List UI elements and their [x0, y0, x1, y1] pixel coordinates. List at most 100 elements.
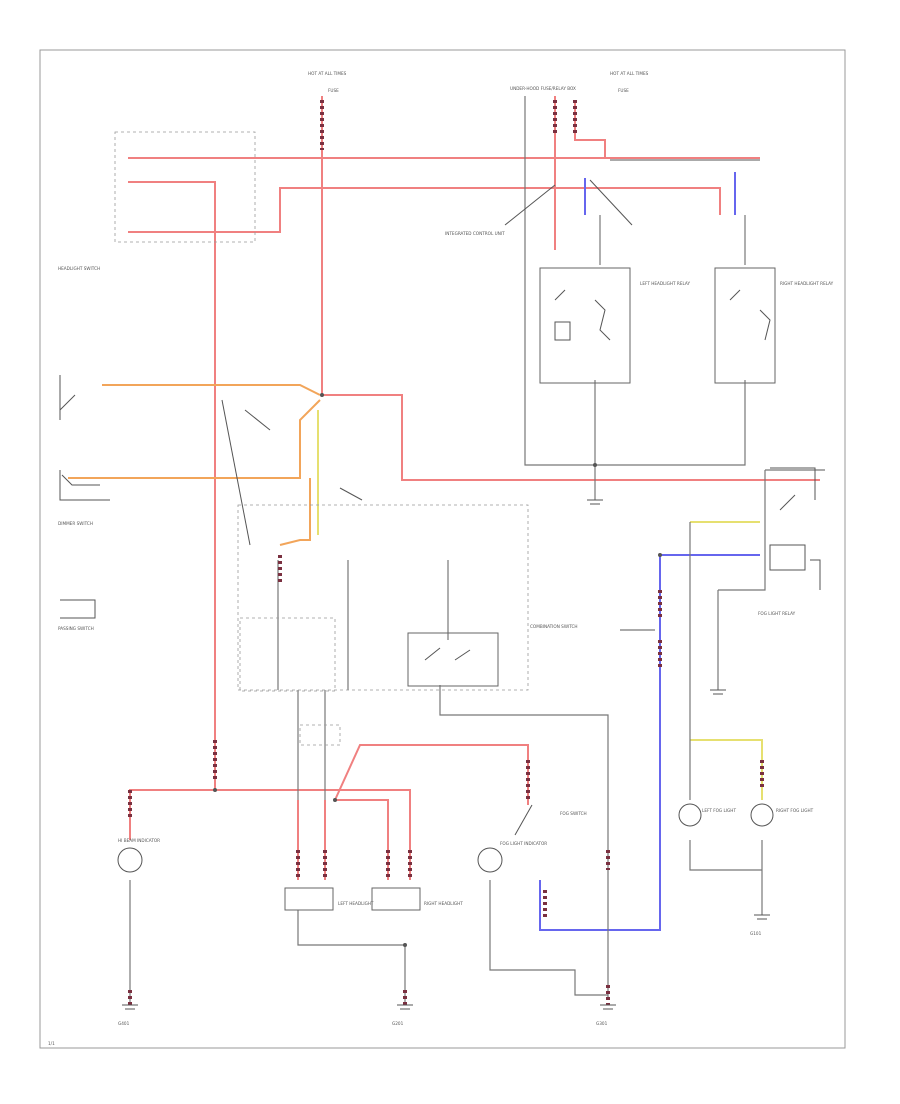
blue-wire-4 — [539, 555, 661, 931]
orange-wire-2 — [68, 399, 321, 479]
yellow-wire-3 — [690, 739, 763, 800]
bracket-3 — [770, 467, 816, 500]
splice-points — [213, 393, 662, 947]
right-headlight-relay — [714, 267, 776, 384]
label-passing-switch: PASSING SWITCH — [58, 626, 94, 631]
red-wire-3 — [128, 187, 721, 233]
dimmer-switch-contact — [60, 599, 96, 619]
label-left-relay: LEFT HEADLIGHT RELAY — [640, 281, 690, 286]
orange-wire-1 — [102, 384, 321, 396]
splice-1 — [320, 393, 324, 397]
label-hi-beam-indicator: HI BEAM INDICATOR — [118, 838, 160, 843]
label-underhood-fuse-box: UNDER-HOOD FUSE/RELAY BOX — [510, 86, 576, 91]
fog-switch-contact — [514, 804, 533, 836]
label-ground-right: G301 — [596, 1021, 608, 1026]
label-ground-center: G201 — [392, 1021, 404, 1026]
outline-4 — [299, 724, 341, 746]
orange-wire-3 — [279, 478, 311, 546]
leader-3 — [244, 409, 271, 431]
splice-3 — [333, 798, 337, 802]
outline-1 — [114, 131, 256, 243]
red-wire-7 — [574, 100, 606, 158]
splice-5 — [658, 553, 662, 557]
leader-6 — [221, 399, 251, 546]
fog-light-relay-contact — [779, 494, 796, 511]
label-fuse-right: FUSE — [618, 88, 629, 93]
ground-symbol-right — [600, 1004, 616, 1010]
fog-light-indicator-lamp — [477, 847, 503, 873]
label-hot-right: HOT AT ALL TIMES — [610, 71, 649, 76]
right-headlight-connector — [371, 887, 421, 911]
splice-2 — [213, 788, 217, 792]
left-fog-light-lamp — [678, 803, 702, 827]
right-relay-switch — [729, 289, 741, 301]
label-fog-light-relay: FOG LIGHT RELAY — [758, 611, 796, 616]
component-outlines — [114, 131, 529, 746]
bracket-2 — [59, 470, 110, 501]
label-headlight-switch: HEADLIGHT SWITCH — [58, 266, 100, 271]
label-dimmer-switch: DIMMER SWITCH — [58, 521, 93, 526]
lamps — [117, 803, 774, 873]
orange-wires — [68, 384, 321, 546]
ground-symbol-center — [397, 1004, 413, 1010]
connector-segments — [128, 100, 764, 1005]
labels: HOT AT ALL TIMES HOT AT ALL TIMES FUSE F… — [48, 71, 834, 1046]
label-left-fog-light: LEFT FOG LIGHT — [702, 808, 736, 813]
bracket-4 — [810, 559, 821, 590]
left-relay-contact — [594, 299, 611, 341]
splice-4 — [403, 943, 407, 947]
left-headlight-relay — [539, 267, 631, 384]
label-fuse-left: FUSE — [328, 88, 339, 93]
left-headlight-connector — [284, 887, 334, 911]
headlight-switch-contact-2 — [61, 474, 100, 486]
splice-6 — [593, 463, 597, 467]
red-wire-5 — [322, 394, 820, 481]
leader-1 — [504, 184, 556, 226]
ground-symbols — [122, 499, 770, 1010]
label-page-ref: 1/1 — [48, 1041, 55, 1046]
leader-2 — [589, 179, 633, 226]
label-right-fog-light: RIGHT FOG LIGHT — [776, 808, 814, 813]
left-relay-coil — [554, 321, 571, 341]
label-combination-switch: COMBINATION SWITCH — [530, 624, 578, 629]
fog-light-relay-coil — [769, 544, 806, 571]
label-left-headlight: LEFT HEADLIGHT — [338, 901, 374, 906]
right-fog-light-lamp — [750, 803, 774, 827]
diagram-frame — [39, 49, 846, 1049]
label-ground-left: G401 — [118, 1021, 130, 1026]
label-right-headlight: RIGHT HEADLIGHT — [424, 901, 463, 906]
label-hot-left: HOT AT ALL TIMES — [308, 71, 347, 76]
headlight-switch-contact-1 — [59, 394, 76, 411]
gray-wire-1 — [524, 96, 746, 466]
yellow-wires — [317, 410, 763, 800]
red-wires — [128, 96, 820, 880]
label-ground-lower-right: G101 — [750, 931, 762, 936]
switch-brackets — [59, 375, 821, 590]
gray-wire-6 — [297, 910, 406, 1005]
red-wire-2 — [128, 181, 216, 840]
fog-relay-contact — [454, 649, 471, 661]
label-fog-light-indicator: FOG LIGHT INDICATOR — [500, 841, 547, 846]
outline-3 — [239, 617, 336, 692]
leader-lines — [221, 179, 655, 631]
hi-beam-indicator-lamp — [117, 847, 143, 873]
leader-4 — [339, 487, 363, 501]
fog-relay-switch — [424, 647, 441, 661]
gray-wire-12 — [689, 840, 762, 871]
right-relay-contact — [759, 309, 771, 341]
relay-internals — [59, 289, 806, 836]
gray-wire-14 — [718, 470, 766, 591]
red-wire-11 — [334, 744, 529, 805]
ground-symbol-fog — [710, 689, 726, 695]
fog-light-relay — [407, 632, 499, 687]
ground-symbol-left — [122, 1004, 138, 1010]
label-fog-switch: FOG SWITCH — [560, 811, 587, 816]
label-icu: INTEGRATED CONTROL UNIT — [445, 231, 505, 236]
left-relay-switch — [554, 289, 566, 301]
red-wire-12 — [335, 799, 389, 880]
blue-wires — [539, 172, 760, 931]
ground-symbol-lower-right — [754, 914, 770, 920]
ground-symbol-relay — [587, 499, 603, 505]
